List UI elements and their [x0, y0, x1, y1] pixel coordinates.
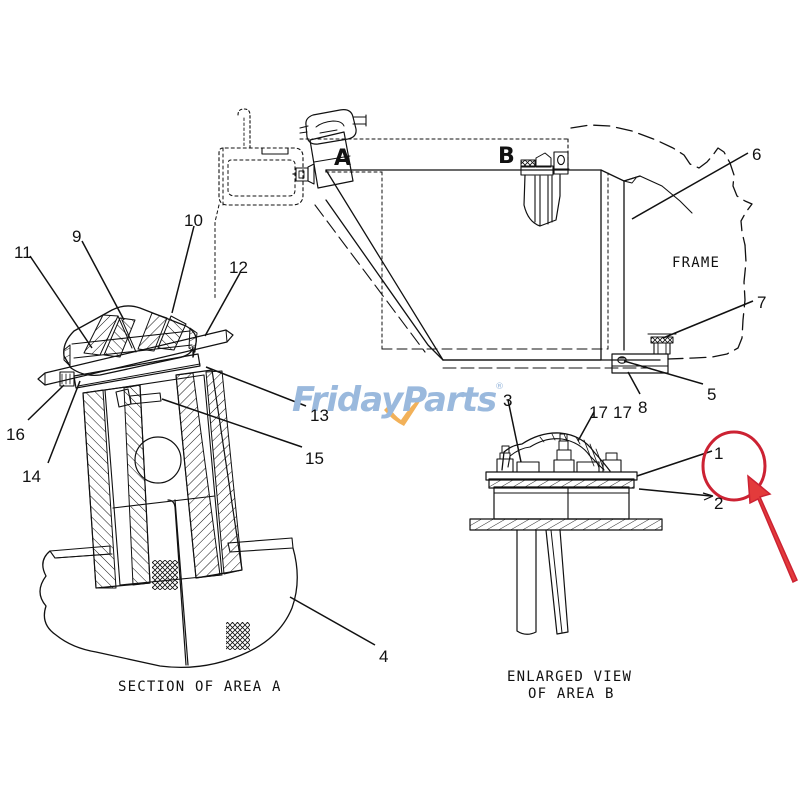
enlarged-view-b-group [469, 432, 663, 635]
callout-number-13-6: 13 [310, 406, 329, 425]
mount-7-hardware [647, 333, 677, 355]
callout-number-3-13: 3 [503, 391, 513, 410]
bracket-connector-hardware [292, 163, 315, 185]
callout-number-17-15: 17 [613, 403, 632, 422]
section-a-bore [134, 436, 182, 484]
highlight-circle [701, 430, 767, 502]
callout-number-7-10: 7 [757, 293, 767, 312]
tank-assembly-group [37, 108, 753, 669]
watermark: FridayParts ® [292, 380, 522, 426]
enlarged-b-top-plate [488, 478, 635, 489]
callout-number-9-1: 9 [72, 227, 82, 246]
callout-number-16-4: 16 [6, 425, 25, 444]
area-b-post [523, 174, 561, 227]
text-label-frame: FRAME [672, 255, 721, 271]
text-label-sec_a: SECTION OF AREA A [118, 679, 282, 695]
tank-left-bracket-tab [261, 147, 289, 155]
section-a-plate [73, 353, 201, 389]
enlarged-b-post-left [516, 529, 537, 635]
section-marker-a: A [334, 146, 352, 171]
filler-neck-and-cap [299, 109, 367, 189]
mount-5-8-hardware [611, 353, 669, 374]
callout-number-5-11: 5 [707, 385, 717, 404]
callout-number-10-2: 10 [184, 211, 203, 230]
enlarged-b-flange [469, 518, 663, 531]
callout-number-6-9: 6 [752, 145, 762, 164]
tank-right-face [600, 169, 625, 351]
watermark-text: FridayParts [292, 380, 497, 420]
frame-outline-right [667, 244, 747, 360]
filler-cap [305, 109, 357, 145]
section-a-casting-outline [39, 547, 298, 669]
callout-number-17-14: 17 [589, 403, 608, 422]
watermark-check [384, 392, 426, 426]
callout-number-15-7: 15 [305, 449, 324, 468]
frame-inner-edge [623, 175, 693, 214]
callout-number-1-16: 1 [714, 444, 724, 463]
highlight-arrow [747, 474, 798, 584]
section-area-a-group [37, 305, 298, 669]
highlight-annotation [701, 430, 798, 584]
section-a-core [104, 374, 223, 586]
callout-number-8-12: 8 [638, 398, 648, 417]
leader-lines [27, 152, 754, 646]
callout-number-4-8: 4 [379, 647, 389, 666]
callout-number-12-3: 12 [229, 258, 248, 277]
tank-lower-slope [325, 199, 444, 361]
tank-left-bracket-outer [218, 147, 304, 206]
section-marker-b: B [498, 144, 515, 169]
callout-number-11-0: 11 [14, 243, 32, 262]
text-label-enl_b1: ENLARGED VIEW [507, 669, 633, 685]
enlarged-b-body [493, 486, 630, 520]
tank-left-bracket-inner [227, 159, 296, 197]
dipstick-rod [237, 108, 251, 149]
area-b-mount-hardware [520, 151, 570, 227]
callout-number-2-17: 2 [714, 494, 724, 513]
callout-number-14-5: 14 [22, 467, 41, 486]
text-label-enl_b2: OF AREA B [528, 686, 615, 702]
frame-outline-top [570, 124, 753, 246]
watermark-registered: ® [495, 382, 504, 392]
